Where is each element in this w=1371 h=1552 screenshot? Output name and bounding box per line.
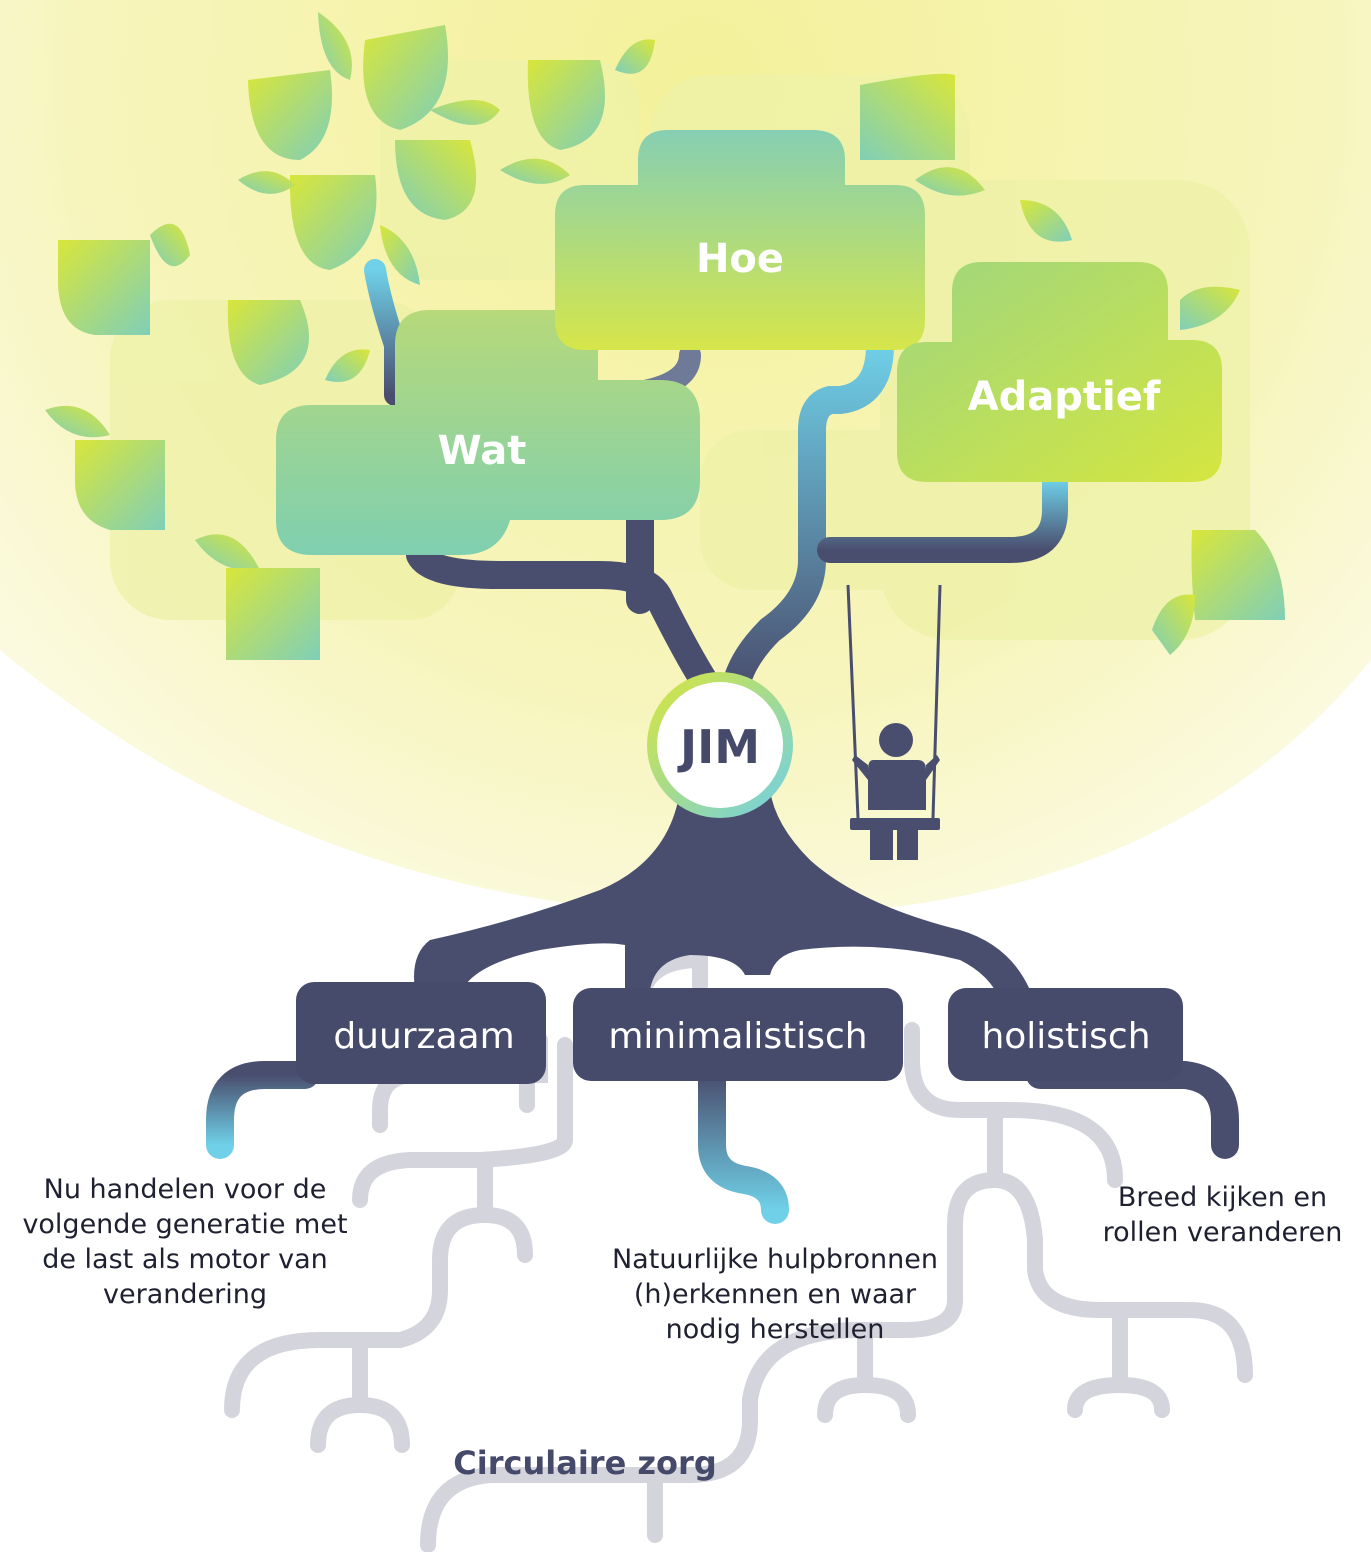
leaf-icon xyxy=(380,225,420,285)
leaf-icon xyxy=(75,440,165,530)
leaf-icon xyxy=(615,39,655,74)
canopy-label-adaptief: Adaptief xyxy=(968,374,1161,420)
canopy-label-hoe: Hoe xyxy=(696,236,784,282)
leaf-icon xyxy=(318,12,352,80)
root-label-minimalistisch: minimalistisch xyxy=(608,1016,867,1057)
leaf-icon xyxy=(1191,530,1285,620)
root-holistisch: holistisch xyxy=(948,988,1183,1081)
description-holistisch: Breed kijken en rollen veranderen xyxy=(1102,1182,1343,1248)
description-minimalistisch: Natuurlijke hulpbronnen (h)erkennen en w… xyxy=(611,1244,938,1345)
leaf-icon xyxy=(860,73,955,160)
leaf-icon xyxy=(289,175,377,270)
root-duurzaam: duurzaam xyxy=(296,982,546,1084)
canopy-adaptief: Adaptief xyxy=(897,262,1222,482)
root-label-duurzaam: duurzaam xyxy=(333,1016,514,1057)
leaf-icon xyxy=(363,25,448,130)
leaf-icon xyxy=(915,167,985,196)
leaf-icon xyxy=(226,568,320,660)
root-tails xyxy=(206,1061,1239,1224)
description-duurzaam: Nu handelen voor de volgende generatie m… xyxy=(22,1174,348,1310)
leaf-icon xyxy=(1020,200,1072,242)
center-badge: JIM xyxy=(647,672,793,818)
leaf-icon xyxy=(1180,286,1240,330)
leaf-icon xyxy=(527,60,605,150)
branches xyxy=(364,259,1068,704)
leaf-icon xyxy=(1152,594,1195,655)
leaf-icon xyxy=(195,534,260,571)
leaf-icon xyxy=(58,240,150,335)
leaf-icon xyxy=(500,158,570,184)
swing-person-icon xyxy=(846,584,942,860)
leaf-icon xyxy=(395,140,477,220)
canopy-label-wat: Wat xyxy=(438,428,527,474)
footer-title: Circulaire zorg xyxy=(453,1444,716,1482)
leaf-icon xyxy=(430,100,500,125)
center-label: JIM xyxy=(677,720,760,774)
canopy-hoe: Hoe xyxy=(555,130,925,350)
leaf-icon xyxy=(227,300,309,385)
tree-trunk xyxy=(414,790,1030,1000)
leaf-icon xyxy=(150,223,190,267)
leaf-icon xyxy=(238,171,295,194)
leaf-icon xyxy=(248,70,332,160)
leaves xyxy=(45,12,1285,660)
leaf-icon xyxy=(325,349,370,382)
root-label-holistisch: holistisch xyxy=(981,1016,1150,1057)
canopy-wat: Wat xyxy=(276,310,700,555)
root-minimalistisch: minimalistisch xyxy=(573,988,903,1081)
leaf-icon xyxy=(45,405,110,438)
